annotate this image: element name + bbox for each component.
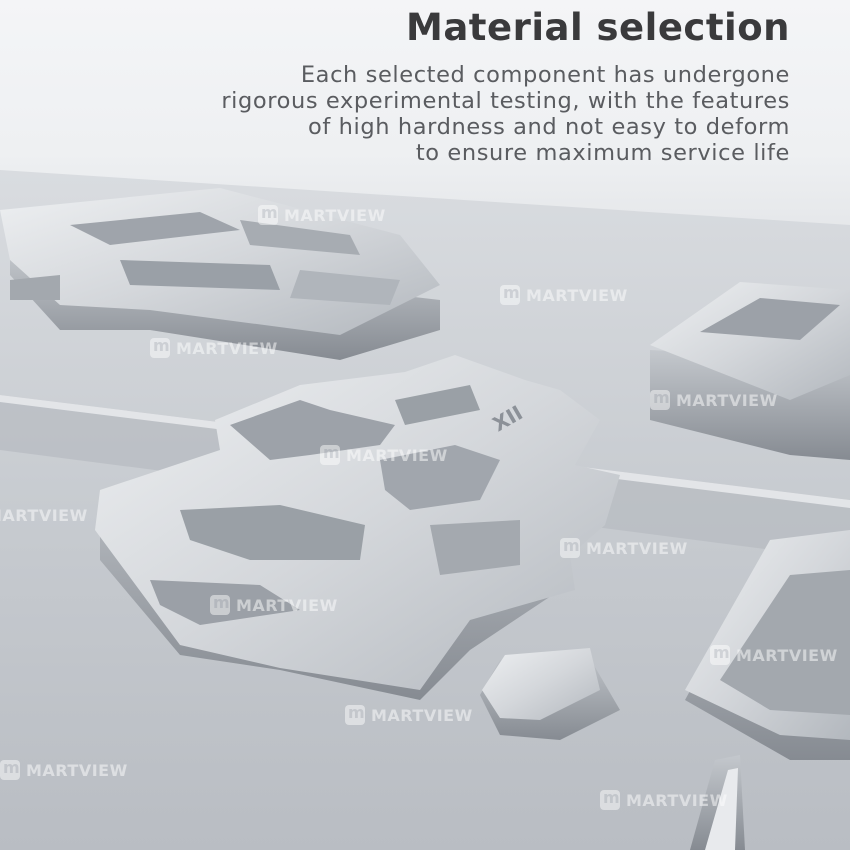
small-block (480, 648, 620, 740)
section-description: Each selected component has undergone ri… (90, 62, 790, 166)
fixture-center: XII (95, 355, 620, 700)
fixture-top-right (650, 282, 850, 460)
section-title: Material selection (406, 6, 790, 49)
description-line: Each selected component has undergone (300, 62, 790, 88)
fixture-bottom-right (685, 530, 850, 760)
description-line: rigorous experimental testing, with the … (221, 88, 790, 114)
description-line: of high hardness and not easy to deform (308, 114, 790, 140)
small-post (690, 755, 745, 850)
description-line: to ensure maximum service life (415, 140, 790, 166)
fixture-top-left (0, 188, 440, 360)
